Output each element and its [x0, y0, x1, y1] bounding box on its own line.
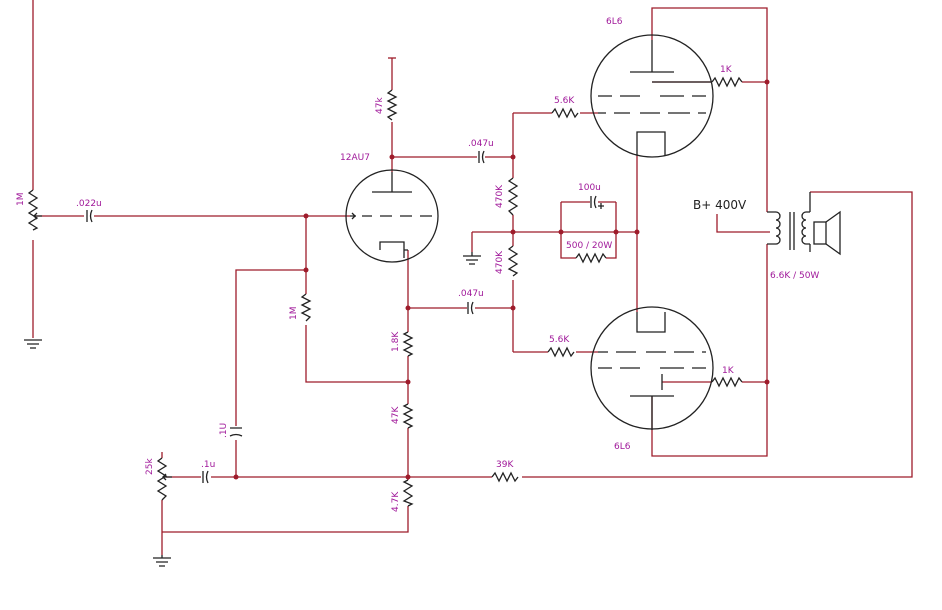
- label-cap-coupling-top: .047u: [468, 139, 494, 149]
- tube-6l6-bottom: [590, 306, 714, 430]
- label-tube-preamp: 12AU7: [340, 153, 370, 163]
- capacitor-cathode-bypass: [590, 195, 604, 209]
- resistor-screen-bottom: [711, 376, 743, 388]
- label-r-grid-stop-bottom: 5.6K: [549, 335, 570, 345]
- speaker-icon: [813, 210, 841, 256]
- potentiometer-presence-25k: [156, 457, 172, 501]
- resistor-grid-470k-bottom: [507, 245, 519, 277]
- ground-symbols: [24, 252, 481, 567]
- resistor-screen-top: [711, 76, 743, 88]
- label-r-cathode-power: 500 / 20W: [566, 241, 612, 251]
- label-r-plate: 47k: [375, 97, 385, 114]
- resistor-cathode-power: [575, 252, 607, 264]
- label-cap-coupling-bottom: .047u: [458, 289, 484, 299]
- resistor-grid-470k-top: [507, 177, 519, 216]
- label-supply: B+ 400V: [693, 198, 747, 212]
- label-cap-feedback-1: .1U: [219, 423, 229, 438]
- resistors: [300, 76, 743, 507]
- label-pot-presence: 25k: [145, 458, 155, 475]
- tube-12au7: [345, 169, 439, 263]
- label-cap-input: .022u: [76, 199, 102, 209]
- capacitor-input: [86, 209, 93, 223]
- label-r-grid-bottom: 470K: [495, 250, 505, 274]
- resistor-grid-stop-top: [551, 107, 579, 119]
- label-r-grid-top: 470K: [495, 184, 505, 208]
- label-r-grid-stop-top: 5.6K: [554, 96, 575, 106]
- resistor-feedback-39k: [491, 471, 519, 483]
- resistor-cathode-4-7k: [402, 479, 414, 507]
- ground-symbol-presence: [153, 555, 171, 567]
- capacitors: [86, 150, 604, 484]
- resistor-grid-stop-bottom: [547, 346, 575, 358]
- label-r-screen-top: 1K: [720, 65, 733, 75]
- junction-dots: [233, 79, 770, 480]
- capacitor-feedback-1: [229, 427, 243, 437]
- label-transformer: 6.6K / 50W: [770, 271, 819, 281]
- resistor-plate-47k: [386, 89, 398, 121]
- capacitor-coupling-top: [478, 150, 485, 164]
- label-cap-cathode: 100u: [578, 183, 601, 193]
- potentiometer-input-1m: [27, 189, 42, 231]
- resistor-bias-1m: [300, 293, 312, 322]
- capacitor-feedback-2: [202, 470, 209, 484]
- label-r-cathode-1: 1.8K: [391, 331, 401, 352]
- ground-symbol-cathode: [463, 252, 481, 265]
- resistor-cathode-47k: [402, 403, 414, 429]
- label-tube-top: 6L6: [606, 17, 623, 27]
- label-tube-bottom: 6L6: [614, 442, 631, 452]
- label-pot-input: 1M: [16, 193, 26, 207]
- label-cap-feedback-2: .1u: [201, 460, 215, 470]
- wires: [32, 0, 913, 555]
- potentiometers: [27, 189, 172, 501]
- tube-6l6-top: [590, 34, 714, 158]
- label-r-screen-bottom: 1K: [722, 366, 735, 376]
- output-transformer: [767, 192, 811, 252]
- component-labels: 1M .022u 12AU7 47k .047u .047u 470K 470K…: [16, 17, 819, 512]
- label-r-feedback: 39K: [496, 460, 514, 470]
- label-r-cathode-2: 47K: [391, 406, 401, 424]
- label-r-cathode-3: 4.7K: [391, 491, 401, 512]
- label-r-bias-1m: 1M: [289, 307, 299, 321]
- resistor-cathode-1-8k: [402, 331, 414, 357]
- capacitor-coupling-bottom: [467, 301, 474, 315]
- ground-symbol-input: [24, 339, 42, 349]
